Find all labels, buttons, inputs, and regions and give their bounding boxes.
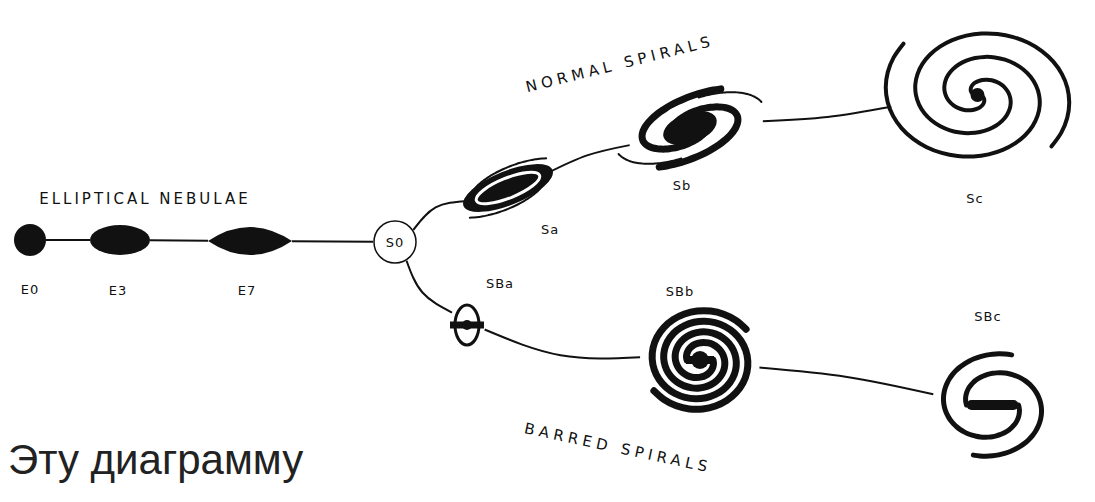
galaxy-disk xyxy=(457,154,559,221)
sequence-line xyxy=(485,330,640,359)
spiral-arm xyxy=(943,354,1019,437)
galaxy-node: E7 xyxy=(208,227,292,255)
galaxy-figure xyxy=(448,160,568,216)
galaxy-node: E0 xyxy=(14,224,46,256)
galaxy-figure xyxy=(880,5,1075,185)
galaxy-figure xyxy=(615,88,765,168)
class-label: Sa xyxy=(541,222,559,237)
class-label: S0 xyxy=(386,235,405,250)
galaxy-node: Sb xyxy=(615,88,765,168)
elliptical-galaxy xyxy=(208,227,292,255)
sequence-line xyxy=(292,240,373,243)
galaxy-figure xyxy=(90,225,150,255)
slide-caption: Эту диаграмму xyxy=(8,436,303,484)
class-label: E0 xyxy=(21,282,40,297)
sequence-line xyxy=(407,261,452,313)
lenticular-circle xyxy=(374,221,416,263)
group-heading: BARRED SPIRALS xyxy=(523,419,714,476)
sequence-line xyxy=(46,239,90,241)
galaxy-node: Sc xyxy=(880,5,1075,185)
sequence-line xyxy=(547,145,630,173)
class-label: SBa xyxy=(486,276,514,291)
class-label: Sc xyxy=(966,191,983,206)
spiral-arm xyxy=(966,373,1042,456)
group-heading: ELLIPTICAL NEBULAE xyxy=(39,190,251,208)
sequence-line xyxy=(413,201,465,230)
galaxy-node: SBa xyxy=(449,300,485,350)
class-label: E3 xyxy=(109,283,128,298)
elliptical-galaxy xyxy=(90,225,150,255)
galaxy-node: S0 xyxy=(373,220,417,264)
galaxy-figure xyxy=(14,224,46,256)
spiral-arm xyxy=(886,44,1040,157)
sequence-line xyxy=(150,239,208,241)
spiral-arm xyxy=(619,134,682,178)
spiral-arm xyxy=(654,321,748,409)
elliptical-galaxy xyxy=(14,224,46,256)
galaxy-node: Sa xyxy=(448,160,568,216)
galaxy-core xyxy=(462,320,472,330)
galaxy-node: SBc xyxy=(925,345,1060,465)
galaxy-figure xyxy=(640,305,760,415)
galaxy-figure xyxy=(925,345,1060,465)
group-heading: NORMAL SPIRALS xyxy=(524,32,716,96)
class-label: E7 xyxy=(238,283,257,298)
spiral-arm xyxy=(699,78,762,122)
galaxy-figure xyxy=(208,227,292,255)
class-label: SBc xyxy=(974,309,1001,324)
class-label: Sb xyxy=(673,178,692,193)
galaxy-ring xyxy=(473,166,544,210)
galaxy-core xyxy=(691,351,709,369)
galaxy-bar xyxy=(967,400,1019,410)
galaxy-figure xyxy=(449,300,485,350)
spiral-arm xyxy=(915,33,1069,146)
spiral-arm xyxy=(645,98,745,170)
class-label: SBb xyxy=(666,284,694,299)
sequence-line xyxy=(759,368,933,395)
galaxy-node: SBb xyxy=(640,305,760,415)
galaxy-node: E3 xyxy=(90,225,150,255)
sequence-line xyxy=(763,107,891,121)
